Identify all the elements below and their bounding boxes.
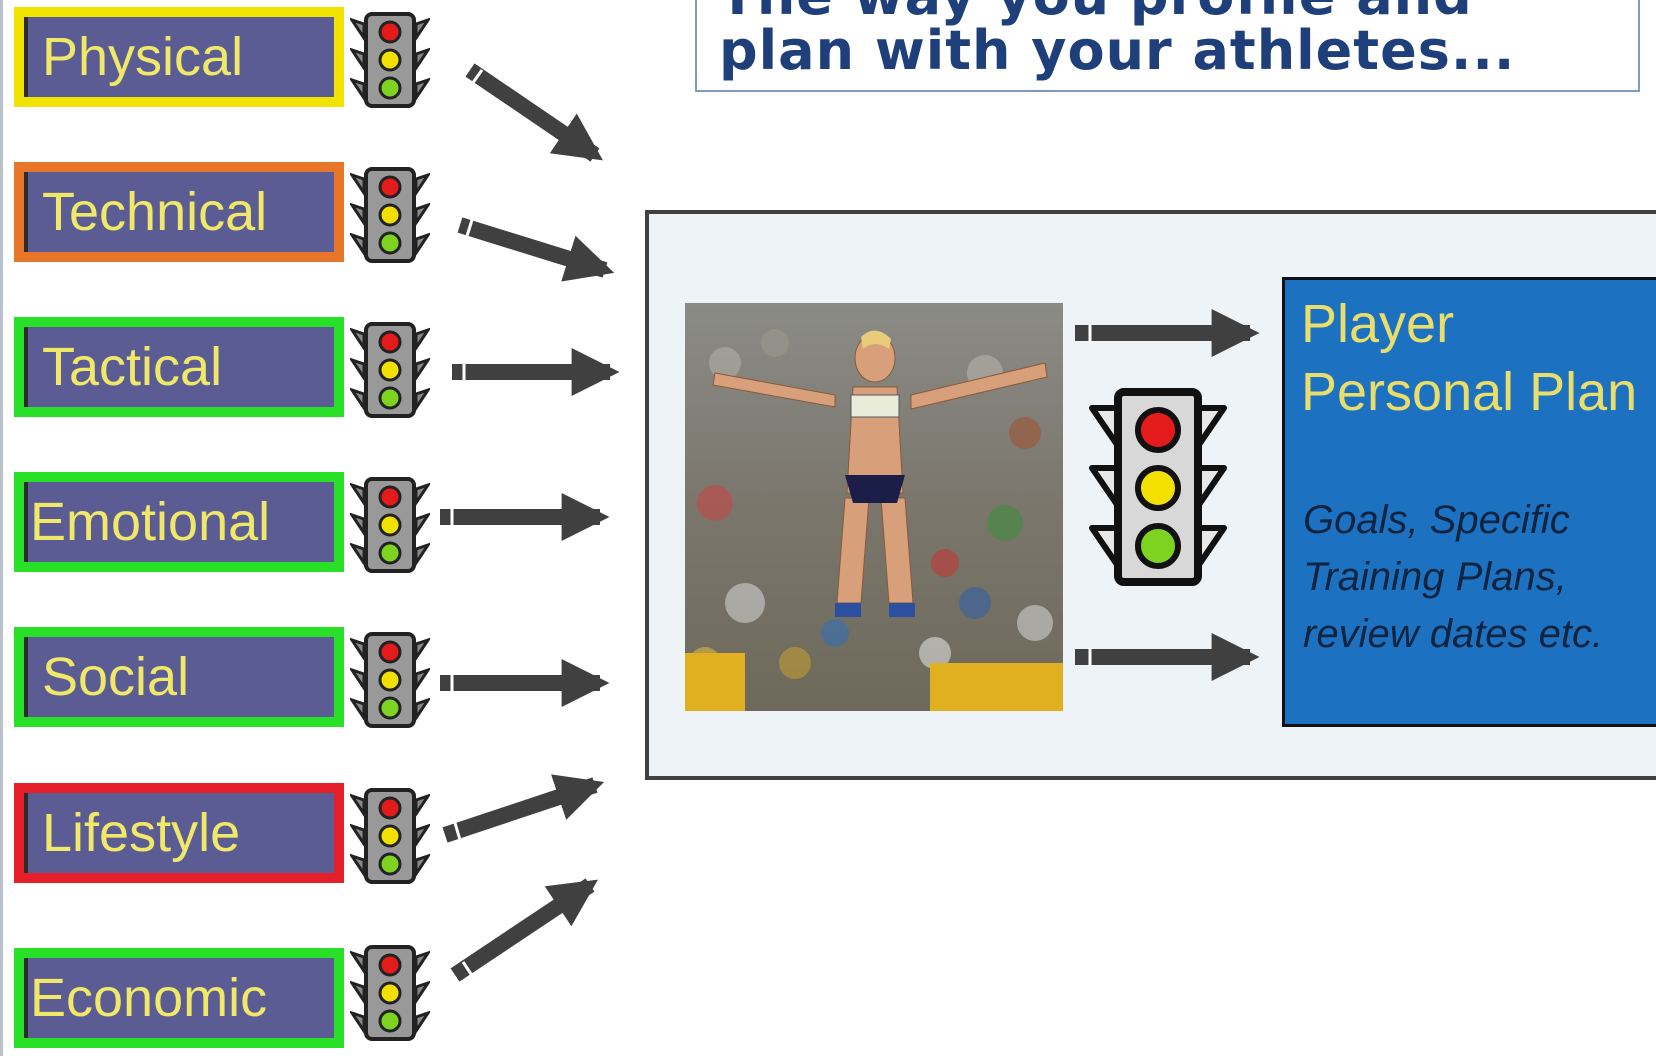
traffic-light-icon <box>350 322 430 418</box>
category-emotional: Emotional <box>14 472 344 572</box>
category-label: Emotional <box>30 492 271 552</box>
category-technical: Technical <box>14 162 344 262</box>
category-lifestyle: Lifestyle <box>14 783 344 883</box>
arrow-economic <box>450 878 598 982</box>
arrow-lifestyle <box>442 774 605 843</box>
player-personal-plan-box: Player Personal Plan Goals, Specific Tra… <box>1282 277 1656 727</box>
category-label: Physical <box>42 27 244 87</box>
category-label: Lifestyle <box>42 803 241 863</box>
category-economic: Economic <box>14 948 344 1048</box>
traffic-light-icon <box>1089 388 1227 586</box>
category-tactical: Tactical <box>14 317 344 417</box>
traffic-light-icon <box>350 632 430 728</box>
category-label: Tactical <box>42 337 223 397</box>
arrow-physical <box>465 63 603 162</box>
header-text-box: The way you profile and plan with your a… <box>695 0 1640 92</box>
traffic-light-icon <box>350 788 430 884</box>
header-line-1: The way you profile and <box>719 0 1473 27</box>
traffic-light-icon <box>350 477 430 573</box>
category-physical: Physical <box>14 7 344 107</box>
arrow-technical <box>457 217 615 282</box>
category-label: Technical <box>42 182 268 242</box>
athlete-photo <box>685 303 1063 711</box>
category-label: Economic <box>30 968 268 1028</box>
category-label: Social <box>42 647 190 707</box>
plan-description: Goals, Specific Training Plans, review d… <box>1303 498 1604 656</box>
traffic-light-icon <box>350 12 430 108</box>
category-social: Social <box>14 627 344 727</box>
left-edge-rule <box>0 0 3 1056</box>
traffic-light-icon <box>350 167 430 263</box>
traffic-light-icon <box>350 945 430 1041</box>
plan-title: Player Personal Plan <box>1301 294 1638 422</box>
header-line-2: plan with your athletes... <box>719 19 1516 82</box>
